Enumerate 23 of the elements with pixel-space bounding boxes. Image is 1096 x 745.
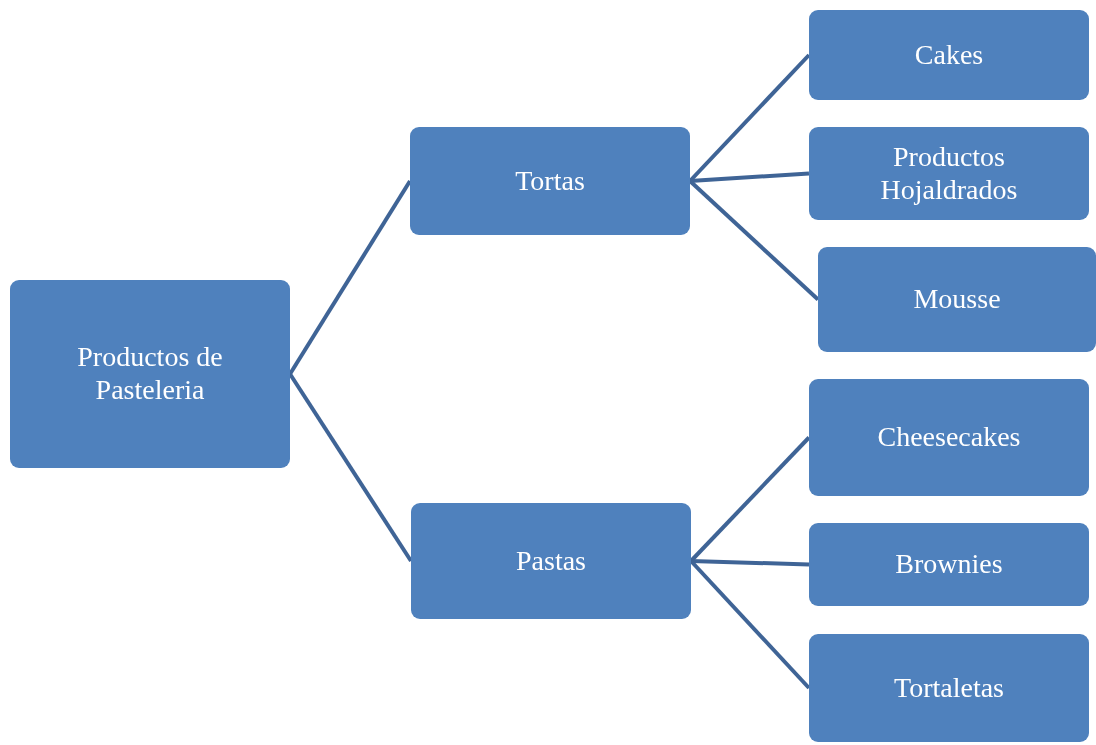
node-label: Tortas — [515, 164, 585, 198]
node-label: Cheesecakes — [877, 421, 1021, 454]
category-box — [10, 280, 290, 468]
connector-line — [288, 372, 413, 563]
node-label: Pastas — [516, 544, 586, 578]
category-box — [410, 127, 690, 235]
node-label: Productos Hojaldrados — [879, 140, 1019, 207]
connector-line — [688, 179, 820, 301]
node-label: Brownies — [895, 548, 1003, 581]
category-box — [818, 247, 1096, 352]
category-box — [809, 379, 1089, 496]
node-label: Productos de Pasteleria — [76, 341, 224, 407]
category-box — [809, 523, 1089, 606]
category-box — [411, 503, 691, 619]
node-label: Mousse — [913, 283, 1001, 316]
connector-line — [689, 171, 810, 183]
connector-line — [690, 559, 810, 567]
category-box — [809, 127, 1089, 220]
node-label: Tortaletas — [894, 671, 1004, 705]
node-label: Cakes — [914, 38, 984, 72]
connector-line — [288, 179, 412, 376]
category-box — [809, 634, 1089, 742]
category-box — [809, 10, 1089, 100]
